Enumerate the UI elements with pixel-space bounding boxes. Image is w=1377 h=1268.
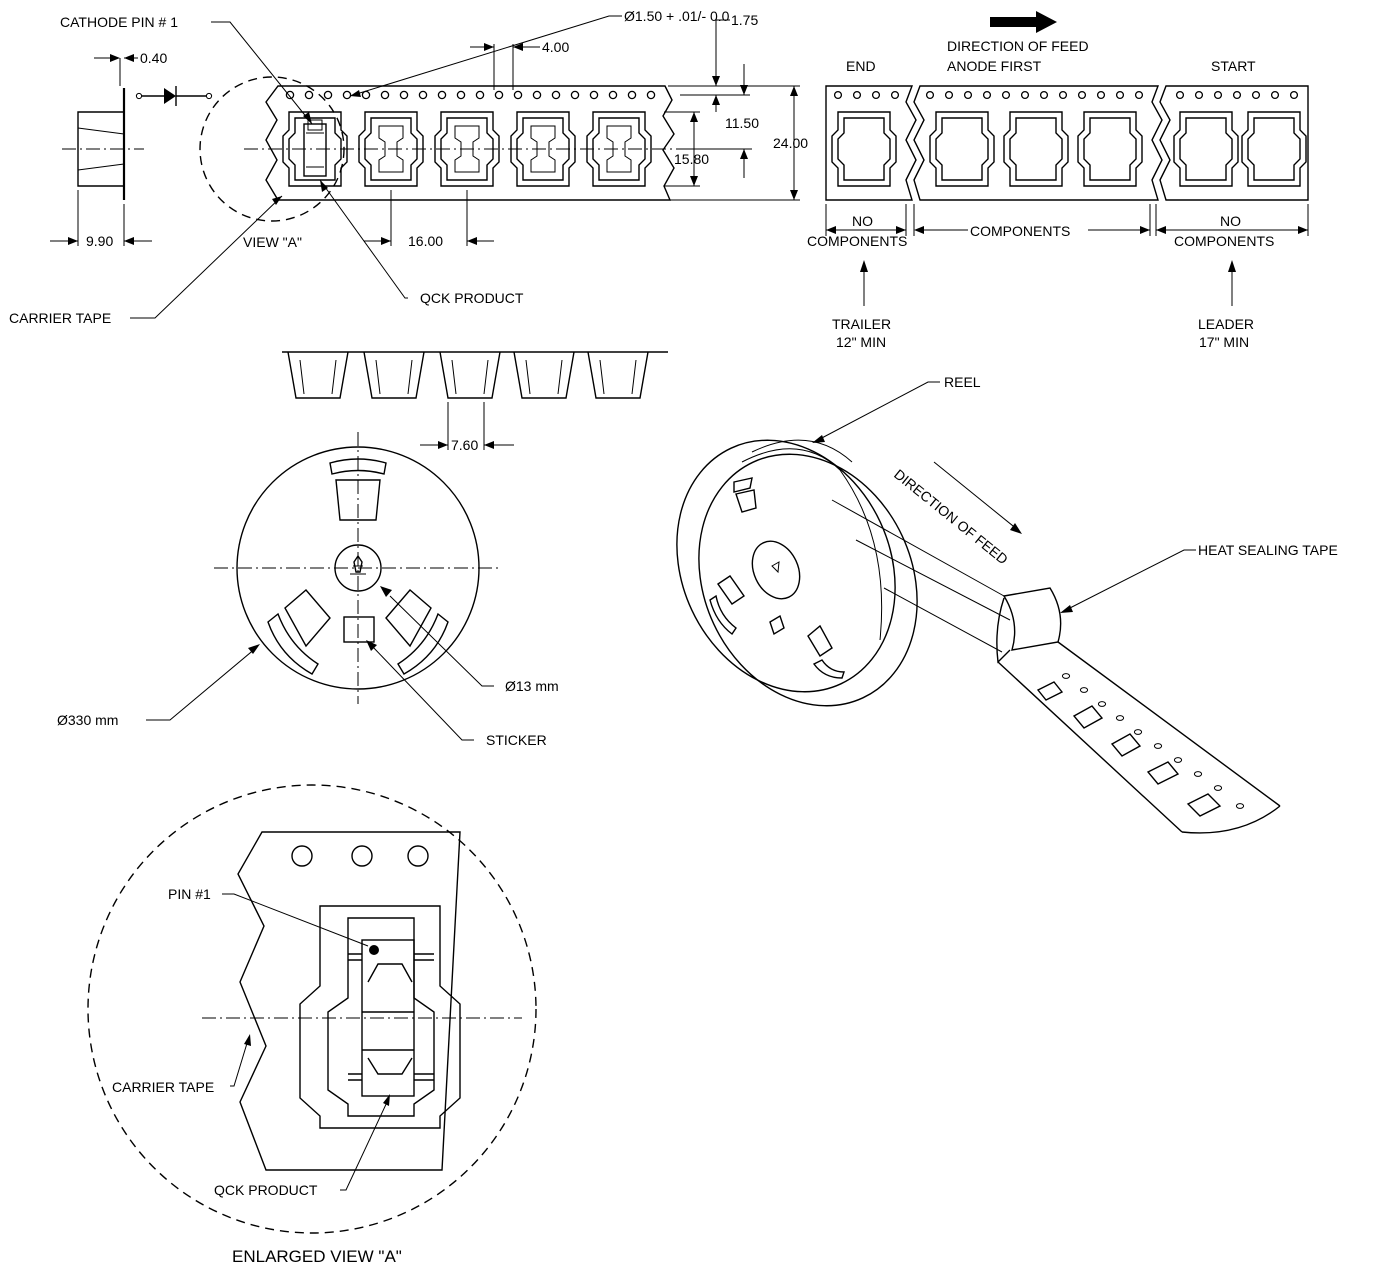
reel-isometric-view: [676, 381, 1281, 834]
tape-side-profile: [50, 54, 152, 246]
dim-1-75: 1.75: [731, 12, 758, 28]
empty-pocket: [1241, 111, 1307, 187]
empty-pocket: [1173, 111, 1239, 187]
feed-tape-view: [825, 11, 1309, 306]
reel-label: REEL: [944, 374, 981, 390]
carrier-tape-label-2: CARRIER TAPE: [112, 1079, 214, 1095]
component-pocket: [1077, 111, 1143, 187]
enlarged-view-a: [87, 784, 537, 1234]
pocket-cross-section: [282, 351, 668, 450]
pin1-label: PIN #1: [168, 886, 211, 902]
sticker-label: STICKER: [486, 732, 547, 748]
carrier-tape-label: CARRIER TAPE: [9, 310, 111, 326]
dim-15-80: 15.80: [674, 151, 709, 167]
trailer-min-label: 12" MIN: [836, 334, 886, 350]
no-components-left-2: COMPONENTS: [807, 233, 907, 249]
dim-0-40: 0.40: [140, 50, 167, 66]
dim-24-00: 24.00: [773, 135, 808, 151]
dia-13-label: Ø13 mm: [505, 678, 559, 694]
sprocket-holes: [833, 90, 1299, 100]
end-label: END: [846, 58, 876, 74]
dim-9-90: 9.90: [86, 233, 113, 249]
pin1-dot-icon: [369, 945, 379, 955]
cathode-pin-label: CATHODE PIN # 1: [60, 14, 178, 30]
qck-product-label-2: QCK PRODUCT: [214, 1182, 318, 1198]
empty-pocket: [831, 111, 897, 187]
diode-symbol-icon: [135, 86, 213, 106]
no-components-right-2: COMPONENTS: [1174, 233, 1274, 249]
no-components-right-1: NO: [1220, 213, 1241, 229]
dia-330-label: Ø330 mm: [57, 712, 118, 728]
dim-4-00: 4.00: [542, 39, 569, 55]
no-components-left-1: NO: [852, 213, 873, 229]
enlarged-view-title: ENLARGED VIEW "A": [232, 1247, 402, 1266]
direction-feed-line2: ANODE FIRST: [947, 58, 1042, 74]
leader-min-label: 17" MIN: [1199, 334, 1249, 350]
dim-16-00: 16.00: [408, 233, 443, 249]
hole-diameter-label: Ø1.50 + .01/- 0.0: [624, 8, 730, 24]
sprocket-holes: [285, 90, 656, 100]
pocket: [434, 111, 500, 187]
feed-arrow-icon: [990, 11, 1057, 33]
carrier-tape-top-view: [130, 15, 800, 319]
component-pocket: [1003, 111, 1069, 187]
reel-front-view: [146, 432, 502, 741]
qck-product-label: QCK PRODUCT: [420, 290, 524, 306]
dim-11-50: 11.50: [725, 115, 759, 131]
dim-7-60: 7.60: [451, 437, 478, 453]
view-a-label: VIEW "A": [243, 234, 302, 250]
leader-label: LEADER: [1198, 316, 1254, 332]
heat-sealing-tape-label: HEAT SEALING TAPE: [1198, 542, 1338, 558]
direction-feed-line1: DIRECTION OF FEED: [947, 38, 1089, 54]
pocket: [586, 111, 652, 187]
component-pocket: [929, 111, 995, 187]
components-label: COMPONENTS: [970, 223, 1070, 239]
pocket: [358, 111, 424, 187]
trailer-label: TRAILER: [832, 316, 891, 332]
pocket: [510, 111, 576, 187]
pocket: [282, 111, 348, 187]
start-label: START: [1211, 58, 1256, 74]
